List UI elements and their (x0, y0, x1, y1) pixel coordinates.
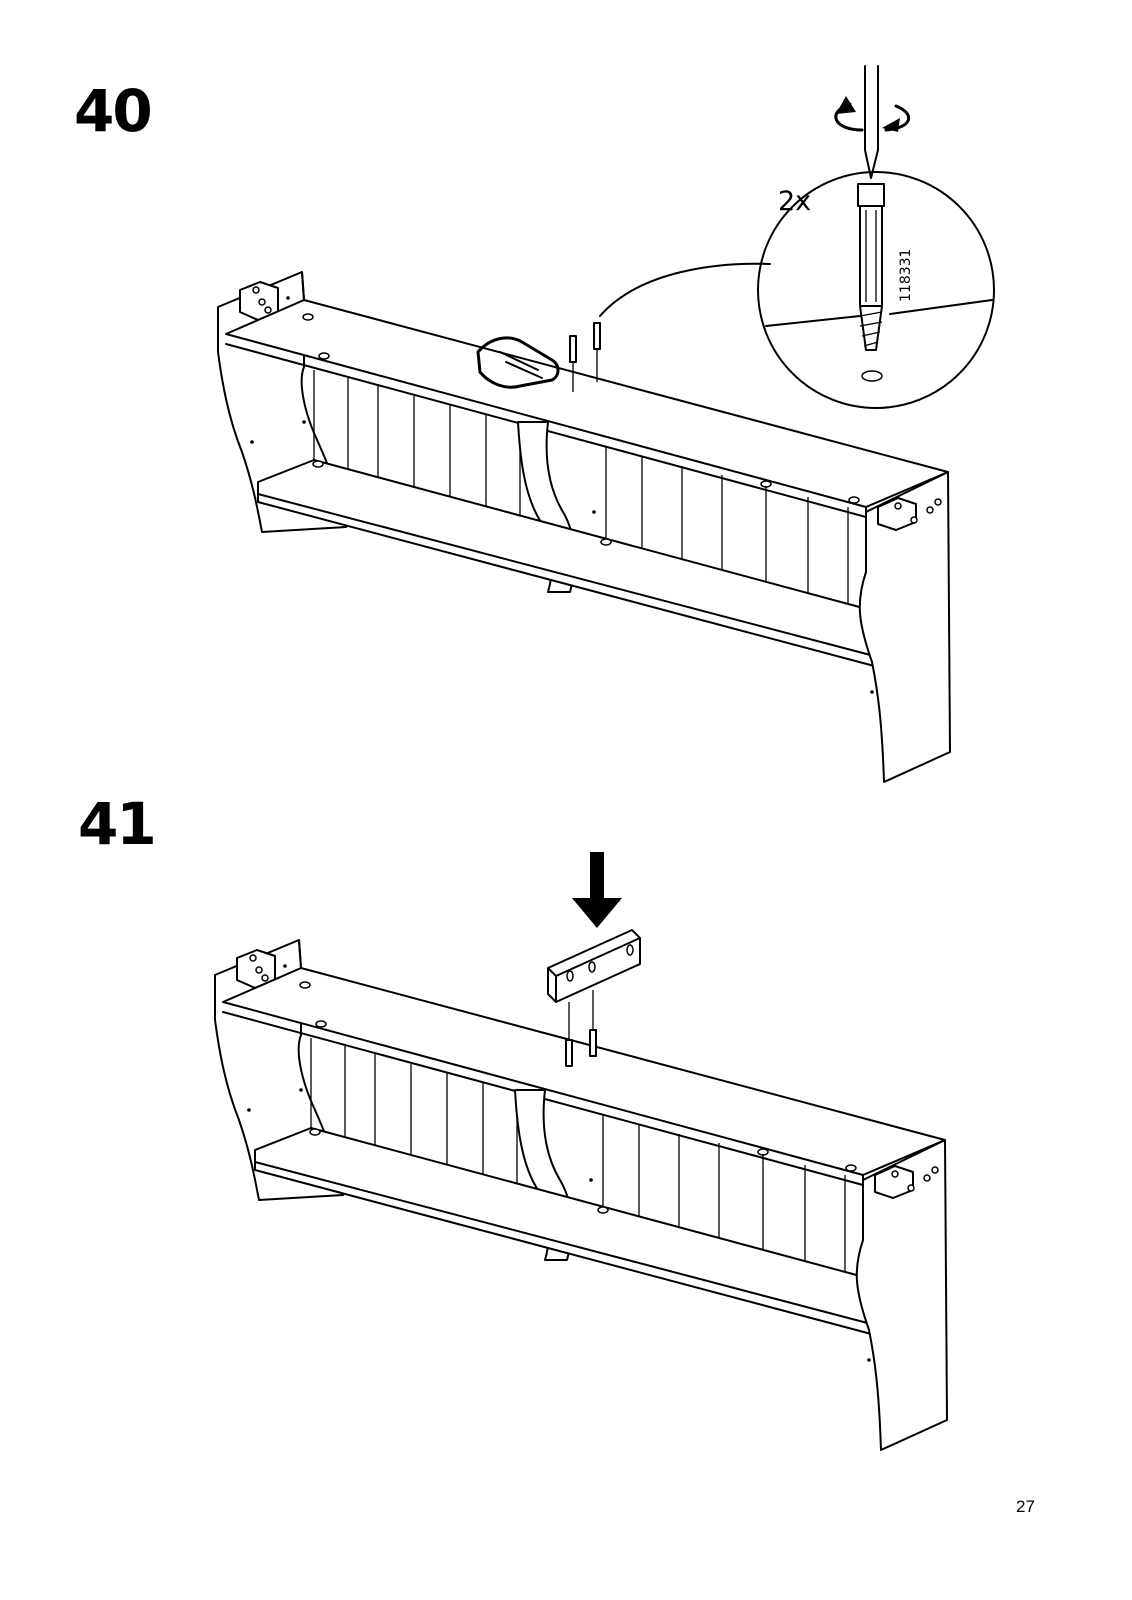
part-number-label: 118331 (898, 249, 914, 302)
down-arrow-icon (572, 852, 622, 928)
quantity-label: 2x (778, 186, 811, 217)
shelf-illustration-step-41 (215, 852, 947, 1450)
shelf-illustration-step-40: 2x 118331 (218, 66, 994, 782)
